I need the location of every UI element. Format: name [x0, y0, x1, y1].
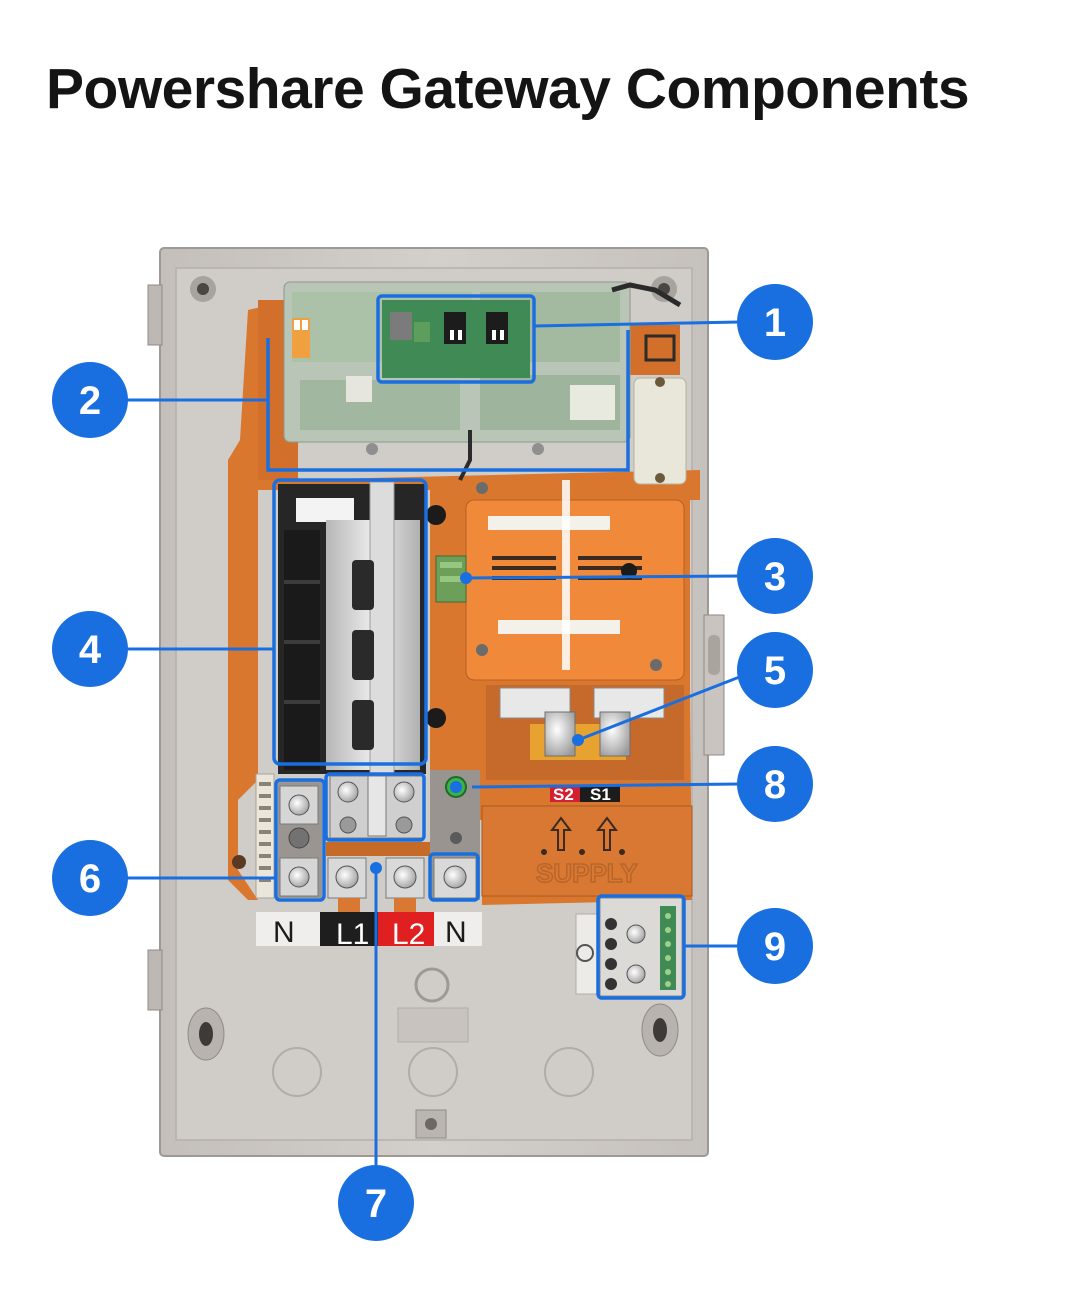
leader-dots	[370, 572, 584, 874]
surge-module	[633, 334, 687, 485]
callout-2: 2	[52, 362, 128, 438]
svg-text:1: 1	[764, 301, 786, 345]
neutral-right-label: N	[445, 916, 467, 949]
terminal-label-strip: N L1 L2 N	[256, 912, 482, 951]
svg-text:6: 6	[79, 857, 101, 901]
s2-label: S2	[553, 785, 574, 804]
page-title: Powershare Gateway Components	[46, 57, 970, 121]
supply-label: SUPPLY	[536, 858, 638, 888]
ground-bar	[575, 897, 683, 997]
callout-1: 1	[737, 284, 813, 360]
l1-label: L1	[336, 918, 369, 951]
highlight-relay-module	[376, 294, 536, 384]
svg-text:7: 7	[365, 1182, 387, 1226]
svg-text:4: 4	[79, 628, 102, 672]
highlight-breakers	[272, 478, 428, 766]
s1-label: S1	[590, 785, 611, 804]
highlight-boxes	[266, 294, 686, 1000]
highlight-neutral-left	[274, 778, 326, 902]
callout-6: 6	[52, 840, 128, 916]
svg-text:9: 9	[764, 925, 786, 969]
supply-cover: SUPPLY	[481, 805, 693, 897]
contactor-cover	[435, 480, 685, 681]
callout-7: 7	[338, 1165, 414, 1241]
breaker-bank	[278, 481, 446, 783]
svg-text:2: 2	[79, 379, 101, 423]
svg-text:5: 5	[764, 649, 786, 693]
callout-4: 4	[52, 611, 128, 687]
neutral-bar-left	[255, 773, 322, 899]
callout-5: 5	[737, 632, 813, 708]
highlight-neutral-right	[428, 852, 480, 902]
highlight-load-top	[324, 772, 426, 842]
leader-lines	[126, 320, 743, 1166]
neutral-left-label: N	[273, 916, 295, 949]
l2-label: L2	[392, 918, 425, 951]
highlight-backplate-frame	[266, 330, 630, 472]
callout-9: 9	[737, 908, 813, 984]
callout-8: 8	[737, 746, 813, 822]
callout-3: 3	[737, 538, 813, 614]
load-lugs	[326, 775, 477, 922]
svg-text:3: 3	[764, 555, 786, 599]
svg-text:8: 8	[764, 763, 786, 807]
